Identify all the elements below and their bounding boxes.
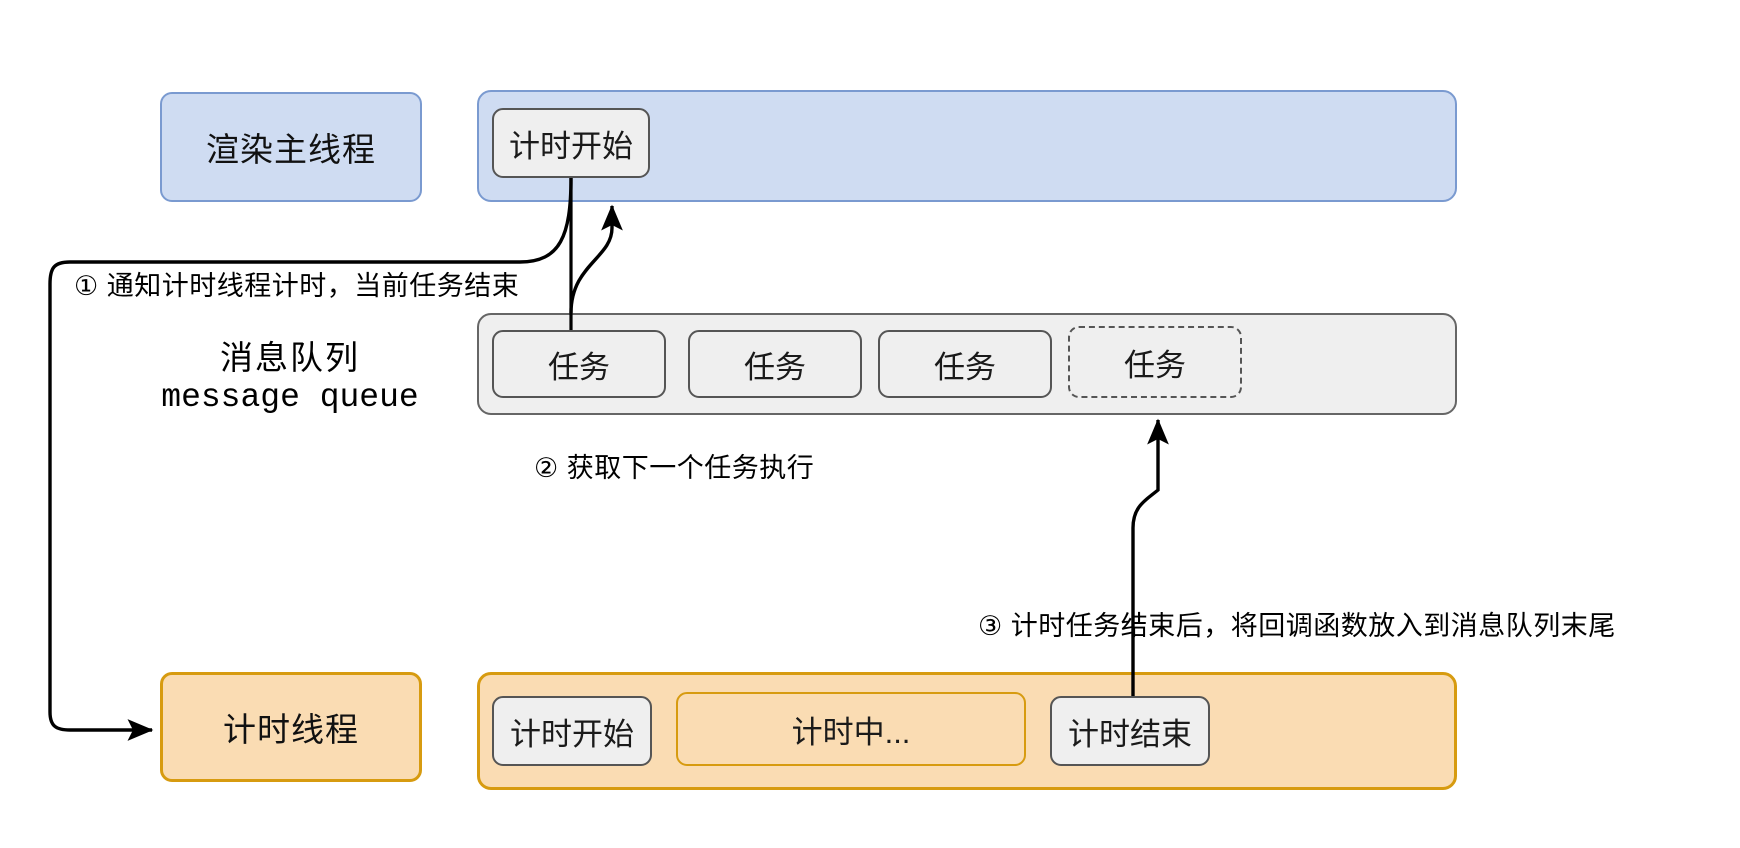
note-step-2: ② 获取下一个任务执行 <box>534 446 814 485</box>
chip-label: 计时开始 <box>509 128 633 164</box>
chip-timing-end[interactable]: 计时结束 <box>1050 696 1210 766</box>
chip-task-1[interactable]: 任务 <box>492 330 666 398</box>
lane-label-text: 计时线程 <box>223 711 359 748</box>
note-step-1-text: ① 通知计时线程计时，当前任务结束 <box>74 271 520 301</box>
lane-label-render-main-thread: 渲染主线程 <box>160 92 422 202</box>
chip-label: 任务 <box>548 349 610 385</box>
chip-timing-start[interactable]: 计时开始 <box>492 696 652 766</box>
lane-label-text-mono: message queue <box>161 379 419 416</box>
chip-task-4-pending[interactable]: 任务 <box>1068 326 1242 398</box>
note-step-3-text: ③ 计时任务结束后，将回调函数放入到消息队列末尾 <box>978 611 1616 641</box>
arrow-notify-timer-thread <box>48 177 573 741</box>
chip-label: 任务 <box>744 349 806 385</box>
lane-label-message-queue: 消息队列 message queue <box>140 331 440 416</box>
chip-label: 任务 <box>934 349 996 385</box>
lane-label-text-cn: 消息队列 <box>220 339 360 376</box>
chip-label: 计时中... <box>791 714 911 750</box>
chip-timing-running[interactable]: 计时中... <box>676 692 1026 766</box>
lane-label-timer-thread: 计时线程 <box>160 672 422 782</box>
chip-label: 计时开始 <box>510 716 634 752</box>
chip-label: 任务 <box>1124 347 1186 383</box>
arrow-fetch-next-task <box>569 204 623 314</box>
chip-label: 计时结束 <box>1068 716 1192 752</box>
arrow-callback-to-queue <box>1131 418 1169 696</box>
note-step-2-text: ② 获取下一个任务执行 <box>534 453 815 483</box>
note-step-3: ③ 计时任务结束后，将回调函数放入到消息队列末尾 <box>978 604 1616 643</box>
lane-label-text: 渲染主线程 <box>206 131 376 168</box>
chip-timer-start[interactable]: 计时开始 <box>492 108 650 178</box>
note-step-1: ① 通知计时线程计时，当前任务结束 <box>74 264 519 303</box>
chip-task-3[interactable]: 任务 <box>878 330 1052 398</box>
chip-task-2[interactable]: 任务 <box>688 330 862 398</box>
